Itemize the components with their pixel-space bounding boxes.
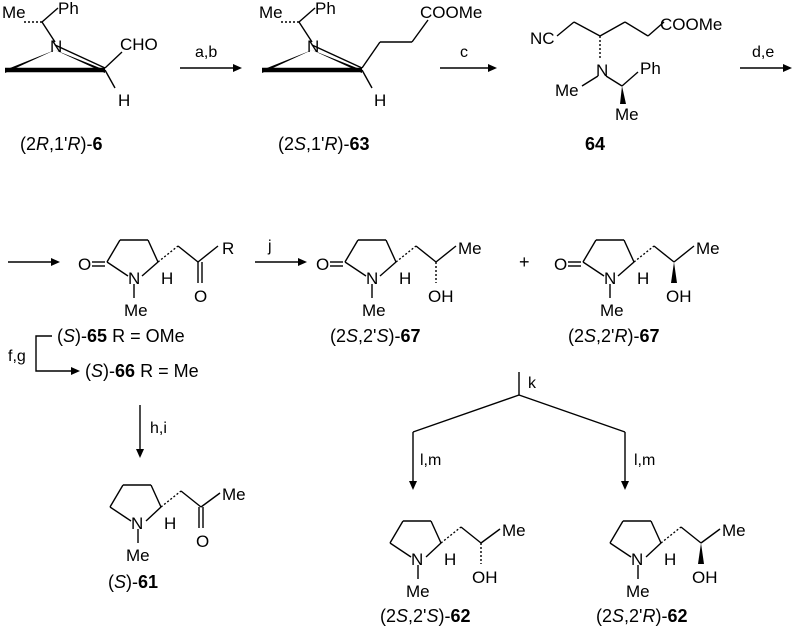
h-label: H (444, 550, 456, 569)
compound-62a-structure: N Me H OH Me (389, 520, 526, 601)
o-atom: O (554, 255, 567, 274)
me-label: Me (626, 582, 650, 601)
h-label: H (399, 269, 411, 288)
ph-label: Ph (640, 59, 661, 78)
arrow-lm-left: l,m (409, 432, 441, 490)
o-atom: O (78, 255, 91, 274)
r-label: R (222, 239, 234, 258)
compound-6-caption: (2R,1'R)-6 (20, 134, 102, 154)
compound-62a-caption: (2S,2'S)-62 (380, 606, 471, 626)
h-label: H (664, 550, 676, 569)
condition-de: d,e (752, 44, 774, 61)
condition-lm: l,m (634, 452, 655, 469)
condition-c: c (460, 44, 468, 61)
condition-j: j (267, 238, 272, 255)
o-atom: O (316, 255, 329, 274)
compound-61-caption: (S)-61 (108, 572, 158, 592)
compound-67b-structure: O N Me H OH Me (554, 239, 720, 320)
me-label: Me (126, 546, 150, 565)
n-atom: N (131, 514, 143, 533)
arrow-lm-right: l,m (621, 432, 655, 490)
me-label: Me (362, 301, 386, 320)
compound-63-caption: (2S,1'R)-63 (278, 134, 370, 154)
arrow-k: k (412, 372, 626, 433)
compound-65-structure: O N Me H O R (78, 239, 234, 320)
oh-label: OH (666, 287, 692, 306)
oh-label: OH (472, 568, 498, 587)
me-label: Me (259, 3, 283, 22)
compound-67b-caption: (2S,2'R)-67 (568, 326, 660, 346)
me-label: Me (696, 239, 720, 258)
n-atom: N (366, 269, 378, 288)
condition-hi: h,i (150, 420, 167, 437)
condition-k: k (528, 375, 537, 392)
ph-label: Ph (315, 0, 336, 18)
cho-label: CHO (120, 35, 158, 54)
me-label: Me (555, 81, 579, 100)
condition-fg: f,g (8, 348, 26, 365)
me-label: Me (600, 301, 624, 320)
n-atom: N (307, 37, 319, 56)
me-label: Me (124, 301, 148, 320)
compound-65-caption: (S)-65 R = OMe (57, 326, 185, 346)
me-label: Me (458, 239, 482, 258)
compound-63-structure: N Me Ph COOMe H (259, 0, 482, 110)
n-atom: N (596, 61, 608, 80)
me-label: Me (406, 582, 430, 601)
arrow-ab: a,b (180, 44, 242, 72)
oh-label: OH (428, 287, 454, 306)
oh-label: OH (692, 568, 718, 587)
h-label: H (164, 514, 176, 533)
me-label: Me (2, 3, 26, 22)
arrow-hi: h,i (136, 405, 167, 458)
o-atom: O (194, 287, 207, 306)
compound-61-structure: N Me H O Me (109, 484, 246, 565)
h-label: H (161, 269, 173, 288)
me-label: Me (615, 105, 639, 124)
h-label: H (637, 269, 649, 288)
coome-label: COOMe (420, 3, 482, 22)
compound-67a-caption: (2S,2'S)-67 (330, 326, 421, 346)
compound-6-structure: N Me Ph CHO H (2, 0, 158, 110)
n-atom: N (631, 550, 643, 569)
coome-label: COOMe (660, 15, 722, 34)
n-atom: N (411, 550, 423, 569)
ph-label: Ph (58, 0, 79, 18)
me-label: Me (722, 521, 746, 540)
arrow-j: j (255, 238, 307, 266)
compound-62b-caption: (2S,2'R)-62 (596, 606, 688, 626)
h-label: H (374, 91, 386, 110)
arrow-continuation (8, 258, 60, 266)
compound-64-structure: NC COOMe N Me Ph Me (530, 15, 722, 124)
plus-sign: + (519, 252, 530, 272)
n-atom: N (50, 37, 62, 56)
compound-66-caption: (S)-66 R = Me (85, 361, 199, 381)
condition-ab: a,b (195, 44, 217, 61)
n-atom: N (128, 269, 140, 288)
compound-67a-structure: O N Me H OH Me (316, 239, 482, 320)
me-label: Me (222, 485, 246, 504)
o-atom: O (196, 532, 209, 551)
compound-62b-structure: N Me H OH Me (609, 520, 746, 601)
arrow-de: d,e (740, 44, 792, 72)
arrow-fg: f,g (8, 335, 80, 375)
compound-64-caption: 64 (585, 134, 605, 154)
n-atom: N (604, 269, 616, 288)
nc-label: NC (530, 29, 555, 48)
arrow-c: c (440, 44, 497, 72)
h-label: H (118, 91, 130, 110)
condition-lm: l,m (420, 452, 441, 469)
me-label: Me (502, 521, 526, 540)
